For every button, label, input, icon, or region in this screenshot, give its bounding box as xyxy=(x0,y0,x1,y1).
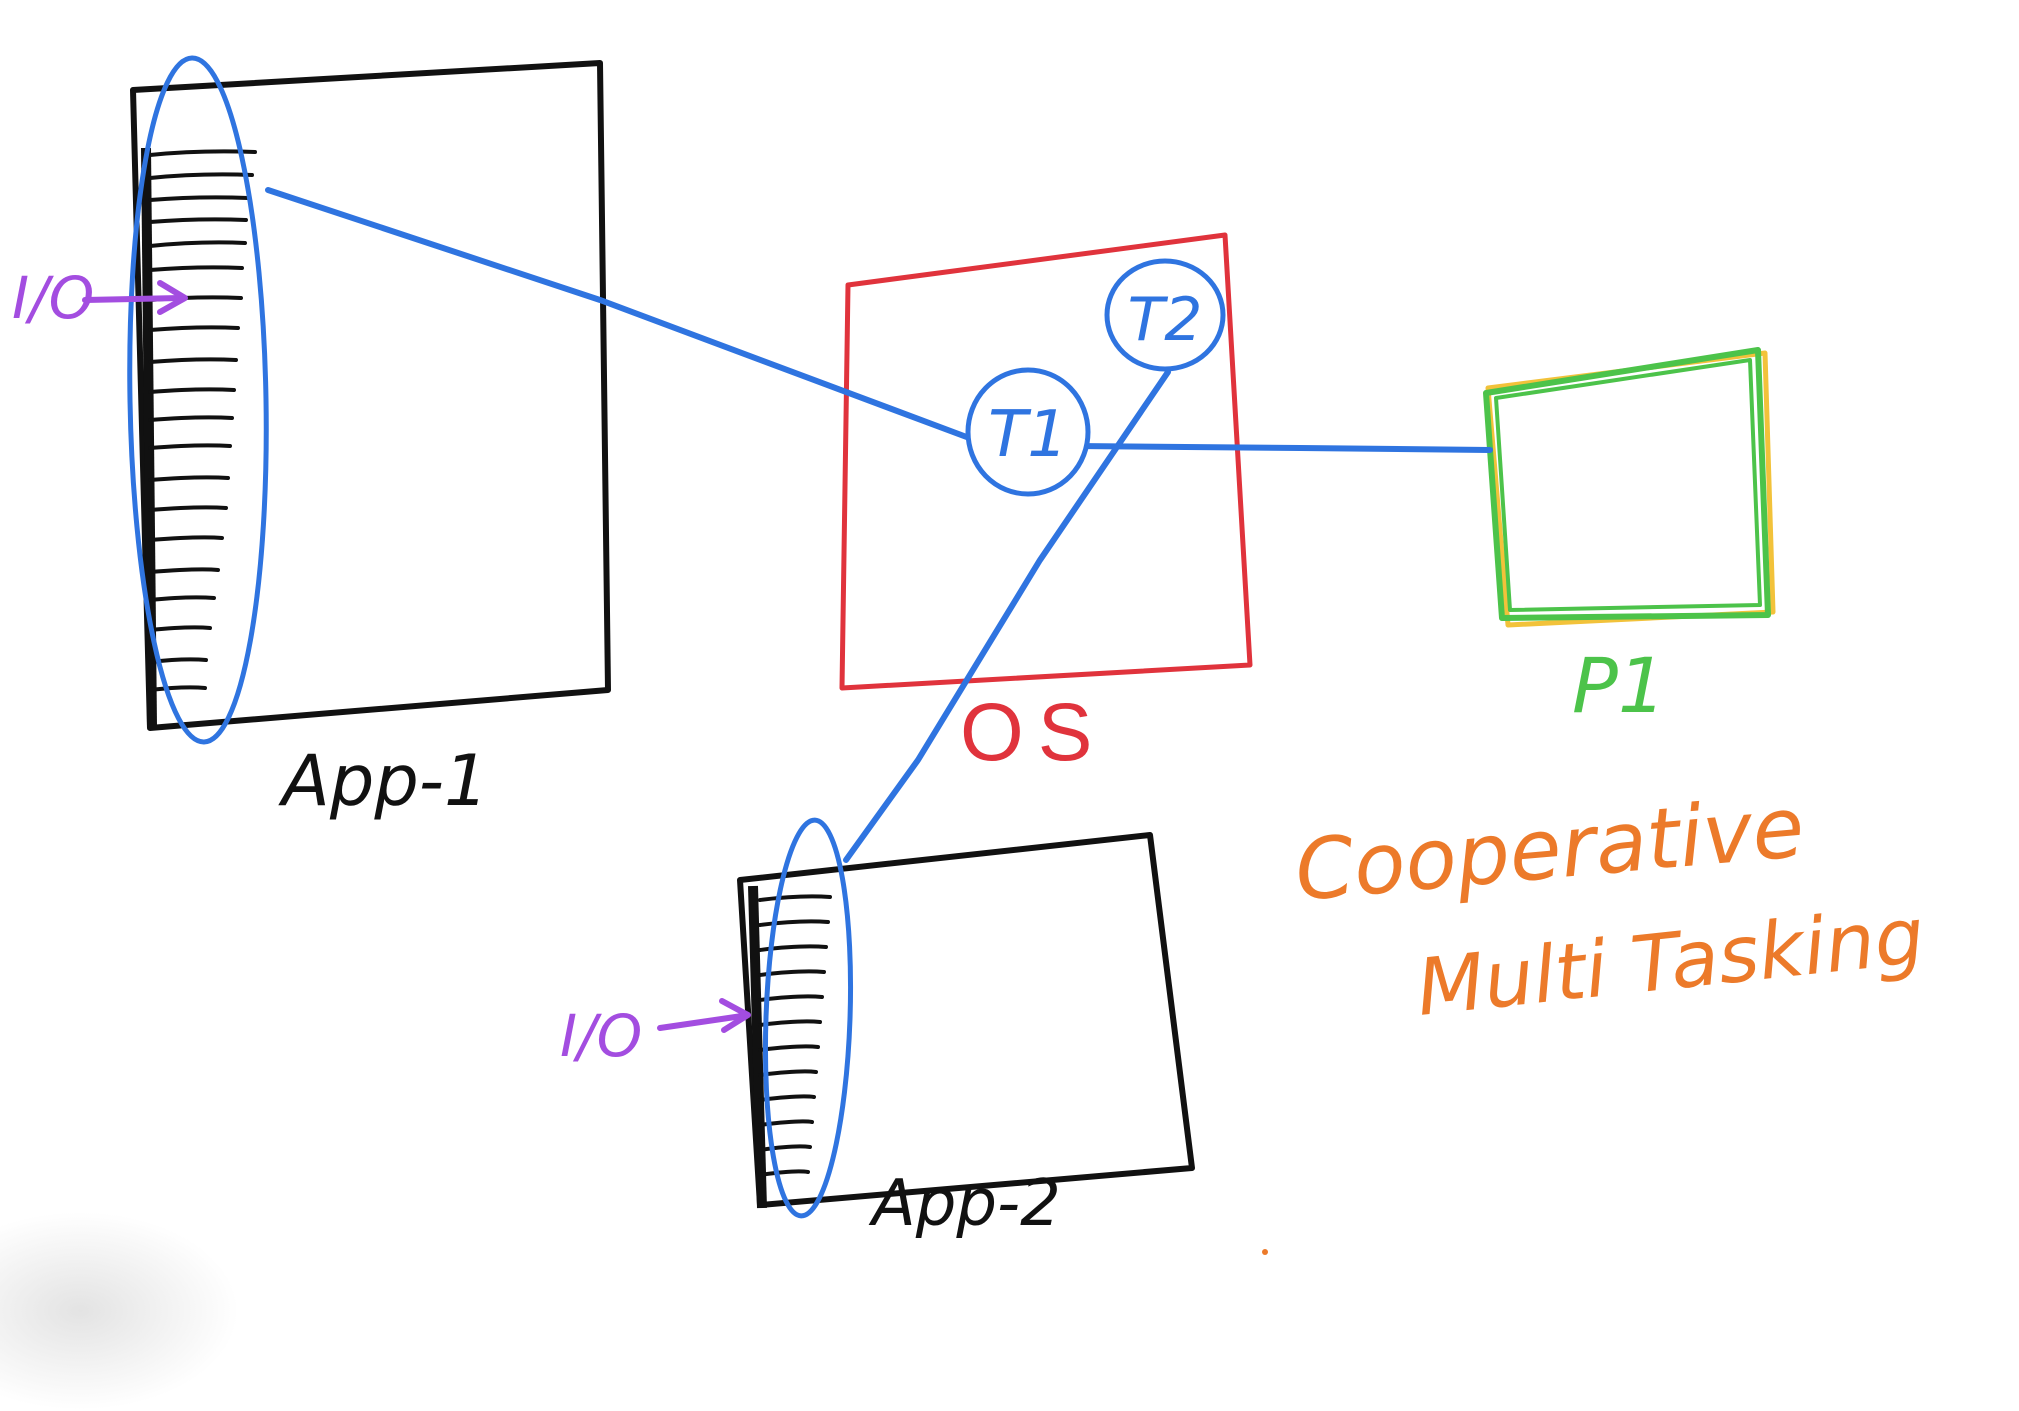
os-box xyxy=(839,232,1253,691)
thread-t2-circle xyxy=(1104,258,1226,372)
app-1-to-t1-link xyxy=(265,187,983,445)
thread-t1-circle xyxy=(965,367,1091,497)
app-1-instruction-lines xyxy=(148,149,257,692)
processor-p1-box xyxy=(1483,347,1776,628)
caption-line-1: Cooperative xyxy=(1291,778,1808,920)
app-1-label: App-1 xyxy=(278,740,489,822)
processor-p1-label: P1 xyxy=(1572,641,1666,730)
arrow-right-icon xyxy=(719,998,751,1033)
app-2-focus-oval xyxy=(762,817,854,1219)
app-2-io-label: I/O xyxy=(560,1002,642,1070)
app-1-focus-oval xyxy=(127,55,269,745)
os-label: OS xyxy=(960,687,1106,778)
app-2-window xyxy=(737,817,1195,1219)
app-1-io-arrow: I/O xyxy=(12,264,188,332)
thread-t2-label: T2 xyxy=(1128,285,1203,355)
cooperative-multitasking-diagram: T1 T2 I/O I/O App-1 App-2 OS P1 Cooperat… xyxy=(12,55,1928,1255)
app-1-window xyxy=(127,55,611,745)
thread-t1-label: T1 xyxy=(988,398,1068,472)
diagram-caption: Cooperative Multi Tasking xyxy=(1291,778,1928,1034)
thread-t2: T2 xyxy=(1104,258,1226,372)
t1-to-p1-link xyxy=(1072,443,1493,453)
app-2-io-arrow: I/O xyxy=(560,998,751,1070)
thread-links xyxy=(265,187,1493,863)
diagram-canvas: T1 T2 I/O I/O App-1 App-2 OS P1 Cooperat… xyxy=(0,55,1929,1411)
thread-t1: T1 xyxy=(965,367,1091,497)
stray-dot xyxy=(1262,1249,1268,1255)
app-1-io-label: I/O xyxy=(12,264,94,332)
t2-to-app-2-link xyxy=(843,369,1171,863)
caption-line-2: Multi Tasking xyxy=(1413,891,1929,1034)
arrow-right-icon xyxy=(157,280,188,315)
app-2-label: App-2 xyxy=(868,1167,1061,1241)
